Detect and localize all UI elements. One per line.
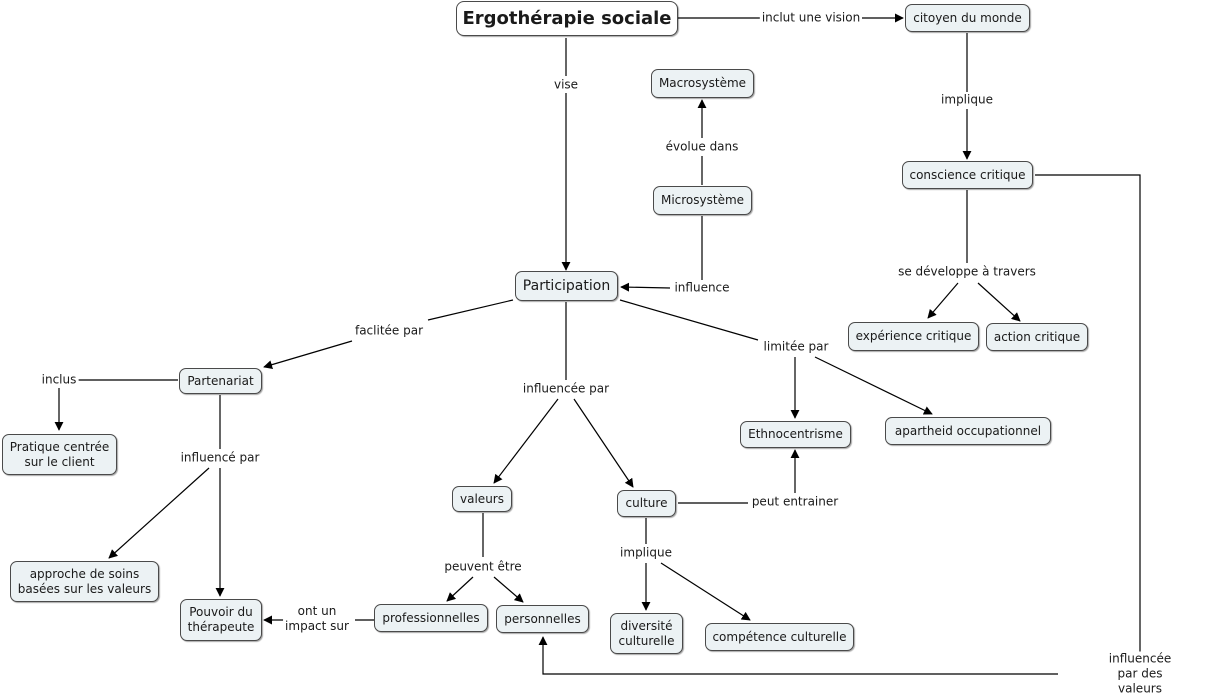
- link-label-inclus: inclus: [39, 372, 79, 388]
- concept-culture[interactable]: culture: [617, 490, 676, 517]
- concept-experience-critique[interactable]: expérience critique: [848, 322, 979, 351]
- edge-line: [1035, 174, 1141, 665]
- concept-pratique-centree[interactable]: Pratique centrée sur le client: [2, 434, 117, 475]
- link-label-implique-culture: implique: [618, 545, 674, 561]
- concept-action-critique[interactable]: action critique: [986, 323, 1088, 351]
- link-label-facilitee-par: faclitée par: [352, 323, 426, 339]
- concept-partenariat[interactable]: Partenariat: [179, 368, 262, 394]
- edge-arrow: [263, 340, 353, 370]
- connection-lines: [54, 13, 1141, 675]
- link-label-influencee-par: influencée par: [520, 381, 612, 397]
- edge-arrow: [977, 282, 1021, 322]
- link-label-ont-un-impact: ont un impact sur: [283, 604, 351, 634]
- concept-conscience-critique[interactable]: conscience critique: [902, 161, 1033, 189]
- concept-personnelles[interactable]: personnelles: [496, 605, 589, 633]
- edge-line: [619, 299, 759, 341]
- edge-line: [427, 299, 514, 321]
- link-label-influence: influence: [672, 280, 732, 296]
- edge-arrow: [446, 576, 474, 602]
- edge-arrow: [493, 398, 559, 484]
- concept-competence-culturelle[interactable]: compétence culturelle: [705, 623, 854, 651]
- concept-microsysteme[interactable]: Microsystème: [653, 186, 752, 215]
- concept-ethnocentrisme[interactable]: Ethnocentrisme: [740, 421, 851, 448]
- concept-macrosysteme[interactable]: Macrosystème: [651, 69, 754, 98]
- edge-arrow: [573, 398, 634, 488]
- concept-valeurs[interactable]: valeurs: [452, 486, 512, 512]
- link-label-implique: implique: [939, 92, 995, 108]
- link-label-influencee-par-des-valeurs: influencée par des valeurs: [1099, 651, 1181, 697]
- edge-arrow: [538, 636, 1058, 675]
- concept-professionnelles[interactable]: professionnelles: [374, 604, 488, 632]
- edge-arrow: [814, 356, 933, 415]
- edge-arrow: [660, 562, 751, 621]
- link-label-limitee-par: limitée par: [761, 339, 831, 355]
- concept-ergotherapie-sociale[interactable]: Ergothérapie sociale: [456, 1, 678, 36]
- link-label-vise: vise: [551, 77, 581, 93]
- edge-arrow: [493, 576, 524, 603]
- edge-arrow: [620, 282, 671, 292]
- link-label-inclut-une-vision: inclut une vision: [759, 10, 863, 26]
- concept-apartheid-occupationnel[interactable]: apartheid occupationnel: [885, 417, 1051, 445]
- concept-map: Ergothérapie sociale citoyen du monde Ma…: [2, 1, 1172, 696]
- link-label-peut-entrainer: peut entrainer: [749, 494, 841, 510]
- link-label-influence-par: influencé par: [178, 450, 262, 466]
- concept-citoyen-du-monde[interactable]: citoyen du monde: [905, 4, 1030, 32]
- link-label-se-developpe: se développe à travers: [896, 264, 1038, 280]
- concept-pouvoir-therapeute[interactable]: Pouvoir du thérapeute: [180, 599, 262, 641]
- link-label-peuvent-etre: peuvent être: [442, 559, 524, 575]
- link-label-evolue-dans: évolue dans: [663, 139, 741, 155]
- concept-diversite-culturelle[interactable]: diversité culturelle: [610, 613, 683, 654]
- edge-arrow: [927, 282, 959, 319]
- concept-participation[interactable]: Participation: [515, 271, 618, 301]
- edge-arrow: [108, 467, 210, 559]
- concept-approche-soins[interactable]: approche de soins basées sur les valeurs: [10, 561, 159, 602]
